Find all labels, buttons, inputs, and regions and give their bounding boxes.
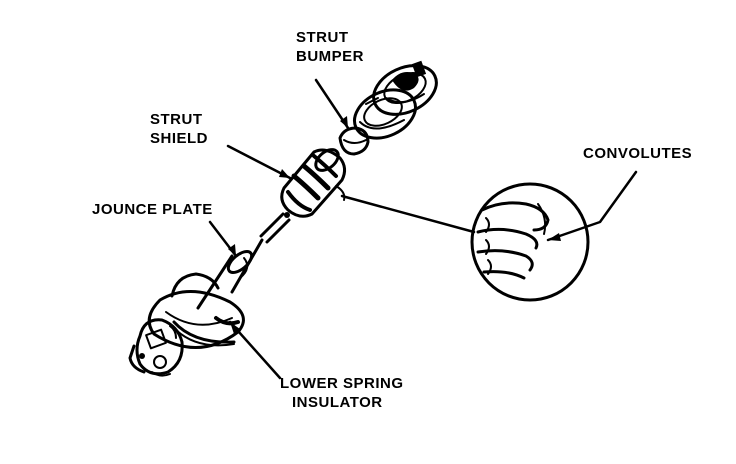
leader-arrows (208, 78, 638, 380)
convolutes-detail-view (470, 182, 590, 302)
label-lower-spring-insulator: LOWER SPRING INSULATOR (280, 375, 404, 411)
strut-shield (280, 148, 347, 218)
detail-connector-line (340, 194, 476, 234)
label-strut-bumper: STRUT BUMPER (296, 29, 365, 65)
label-strut-shield: STRUT SHIELD (150, 111, 209, 147)
strut-bumper (338, 126, 370, 156)
label-convolutes: CONVOLUTES (583, 145, 693, 162)
upper-mount (372, 60, 438, 116)
strut-assembly (128, 212, 291, 377)
label-jounce-plate: JOUNCE PLATE (92, 201, 213, 218)
